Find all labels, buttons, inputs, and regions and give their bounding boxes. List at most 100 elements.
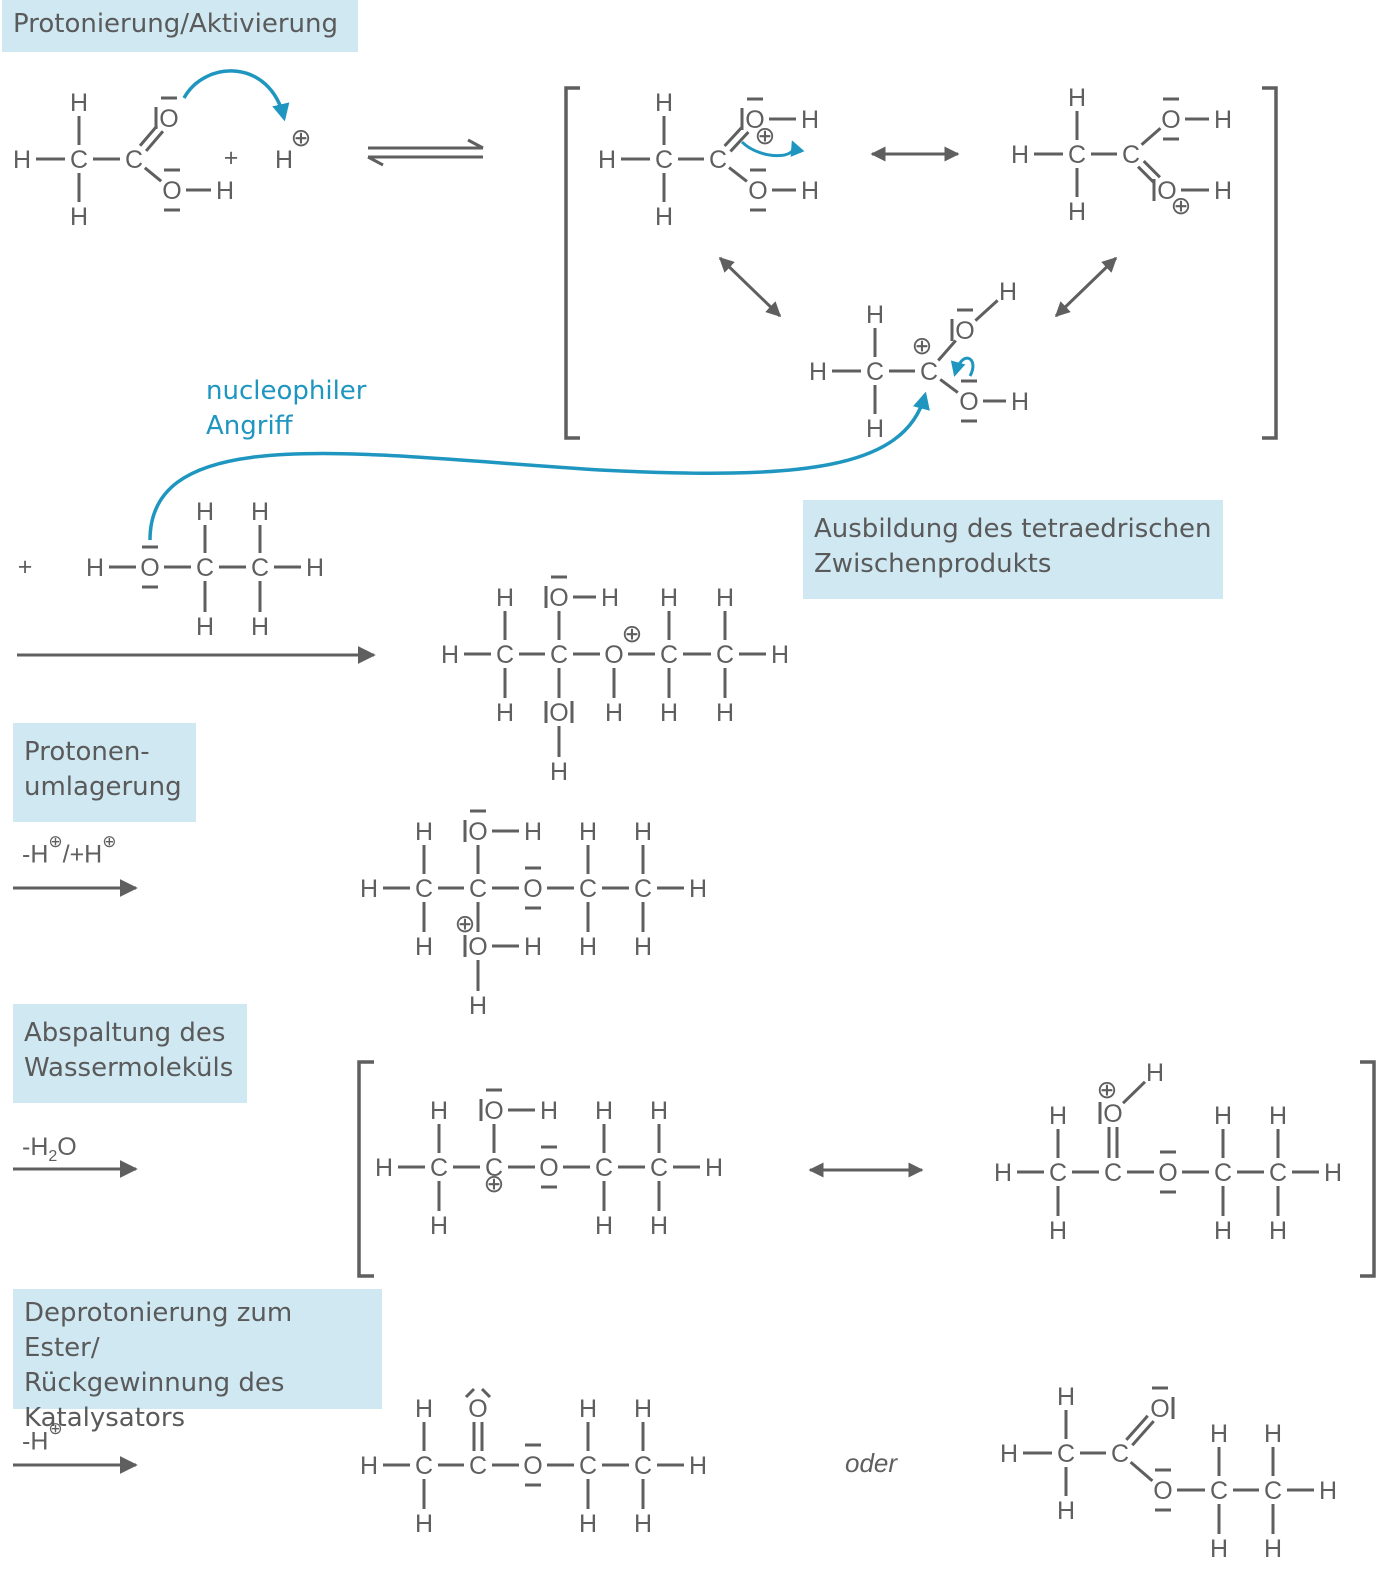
atom-h: H bbox=[1049, 1217, 1067, 1245]
charge-sign: ⊕ bbox=[48, 832, 63, 851]
atom-h: H bbox=[216, 177, 234, 205]
atom-c: C bbox=[920, 358, 938, 386]
atom-c: C bbox=[1057, 1440, 1075, 1468]
atom-c: C bbox=[125, 146, 143, 174]
reagent-o: O bbox=[57, 1133, 77, 1161]
atom-h: H bbox=[1210, 1420, 1228, 1448]
positive-charge-icon: ⊕ bbox=[1171, 192, 1192, 220]
atom-h: H bbox=[70, 89, 88, 117]
atom-h: H bbox=[1000, 1440, 1018, 1468]
atom-o: O bbox=[748, 177, 767, 205]
atom-c: C bbox=[1111, 1440, 1129, 1468]
atom-h: H bbox=[1324, 1159, 1342, 1187]
positive-charge-icon: ⊕ bbox=[755, 122, 776, 150]
positive-charge-icon: ⊕ bbox=[1097, 1076, 1118, 1104]
bond bbox=[1129, 1460, 1154, 1483]
atom-h: H bbox=[716, 584, 734, 612]
atom-o: O bbox=[1161, 106, 1180, 134]
atom-h: H bbox=[1068, 84, 1086, 112]
charge-sign: ⊕ bbox=[48, 1419, 63, 1438]
atom-h: H bbox=[251, 613, 269, 641]
reagent-plus-h: /+H bbox=[62, 840, 103, 869]
atom-h: H bbox=[550, 758, 568, 786]
atom-h: H bbox=[655, 203, 673, 231]
atom-c: C bbox=[430, 1154, 448, 1182]
atom-h: H bbox=[1057, 1497, 1075, 1525]
atom-h: H bbox=[1264, 1535, 1282, 1563]
bond bbox=[939, 378, 959, 394]
atom-c: C bbox=[1122, 141, 1140, 169]
electron-arrow bbox=[182, 69, 290, 122]
atom-h: H bbox=[866, 301, 884, 329]
bond bbox=[144, 130, 165, 152]
atom-h: H bbox=[866, 415, 884, 443]
atom-h: H bbox=[716, 699, 734, 727]
atom-h: H bbox=[1068, 198, 1086, 226]
atom-c: C bbox=[660, 641, 678, 669]
atom-c: C bbox=[1104, 1159, 1122, 1187]
positive-charge-icon: ⊕ bbox=[912, 332, 933, 360]
electron-arrow bbox=[950, 356, 975, 377]
atom-h: H bbox=[441, 641, 459, 669]
atom-h: H bbox=[660, 584, 678, 612]
atom-o: O bbox=[549, 699, 568, 727]
atom-h: H bbox=[1146, 1059, 1164, 1087]
atom-o: O bbox=[1150, 1395, 1169, 1423]
atom-o: O bbox=[140, 554, 159, 582]
atom-h: H bbox=[430, 1097, 448, 1125]
nucleophilic-attack-line-2: Angriff bbox=[206, 411, 293, 441]
bond bbox=[1137, 165, 1156, 184]
atom-h: H bbox=[579, 1510, 597, 1538]
nucleophilic-attack-label: nucleophiler Angriff bbox=[206, 374, 367, 444]
atom-c: C bbox=[716, 641, 734, 669]
atom-c: C bbox=[415, 875, 433, 903]
atom-h: H bbox=[306, 554, 324, 582]
step-label-protonation: Protonierung/Aktivierung bbox=[2, 0, 358, 52]
atom-h: H bbox=[1269, 1217, 1287, 1245]
atom-h: H bbox=[1214, 1102, 1232, 1130]
atom-h: H bbox=[430, 1212, 448, 1240]
atom-h: H bbox=[375, 1154, 393, 1182]
atom-h: H bbox=[771, 641, 789, 669]
atom-o: O bbox=[159, 105, 178, 133]
bond bbox=[974, 299, 999, 322]
atom-c: C bbox=[1214, 1159, 1232, 1187]
atom-h: H bbox=[605, 699, 623, 727]
reagent-subscript: 2 bbox=[48, 1148, 58, 1165]
plus-sign: + bbox=[224, 144, 239, 172]
atom-h: H bbox=[1264, 1420, 1282, 1448]
atom-c: C bbox=[70, 146, 88, 174]
atom-h: H bbox=[1319, 1477, 1337, 1505]
equilibrium-barb bbox=[367, 155, 384, 167]
atom-c: C bbox=[634, 875, 652, 903]
atom-h: H bbox=[1057, 1383, 1075, 1411]
atom-c: C bbox=[650, 1154, 668, 1182]
atom-h: H bbox=[689, 875, 707, 903]
atom-h: H bbox=[801, 106, 819, 134]
atom-h: H bbox=[595, 1212, 613, 1240]
atom-h: H bbox=[809, 358, 827, 386]
atom-h: H bbox=[415, 818, 433, 846]
charge-sign: ⊕ bbox=[102, 832, 117, 851]
atom-o: O bbox=[162, 177, 181, 205]
atom-o: O bbox=[523, 1452, 542, 1480]
nucleophilic-attack-line-1: nucleophiler bbox=[206, 376, 367, 406]
positive-charge-icon: ⊕ bbox=[622, 620, 643, 648]
step-label-water-loss: Abspaltung des Wassermoleküls bbox=[13, 1004, 247, 1103]
atom-h: H bbox=[999, 278, 1017, 306]
bracket-right bbox=[1262, 86, 1278, 440]
atom-c: C bbox=[469, 875, 487, 903]
positive-charge-icon: ⊕ bbox=[291, 124, 312, 152]
atom-h: H bbox=[595, 1097, 613, 1125]
atom-o: O bbox=[549, 584, 568, 612]
bond bbox=[1125, 1414, 1149, 1441]
atom-c: C bbox=[866, 358, 884, 386]
atom-h: H bbox=[524, 818, 542, 846]
atom-h: H bbox=[13, 146, 31, 174]
atom-c: C bbox=[1049, 1159, 1067, 1187]
atom-o: O bbox=[955, 317, 974, 345]
reagent-water-loss: -H2O bbox=[22, 1133, 77, 1166]
atom-h: H bbox=[415, 1395, 433, 1423]
bond bbox=[728, 166, 748, 183]
